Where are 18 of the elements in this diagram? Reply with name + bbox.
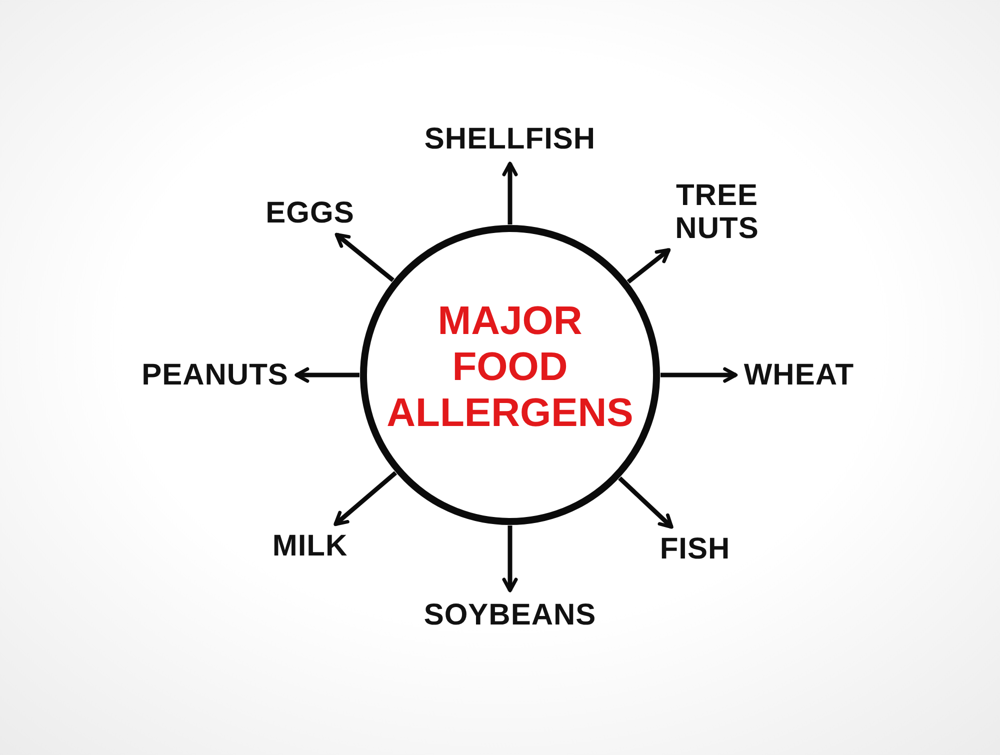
circle-node	[360, 225, 660, 525]
arrow	[502, 526, 518, 592]
node-label: MILK	[272, 530, 348, 562]
node-label: SOYBEANS	[424, 598, 596, 632]
node-label: FISH	[660, 532, 730, 566]
node-title: MAJOR FOOD ALLERGENS	[386, 298, 634, 436]
arrow	[626, 248, 671, 284]
arrow	[660, 367, 738, 383]
arrow	[502, 162, 518, 224]
arrow	[294, 367, 360, 383]
node-label: WHEAT	[744, 358, 854, 392]
arrow	[618, 476, 674, 529]
arrow	[334, 471, 398, 526]
node-label: TREE NUTS	[675, 179, 759, 245]
node-label: PEANUTS	[142, 358, 288, 392]
node-label: EGGS	[266, 196, 354, 230]
arrow	[334, 232, 394, 282]
node-label: SHELLFISH	[424, 122, 596, 156]
